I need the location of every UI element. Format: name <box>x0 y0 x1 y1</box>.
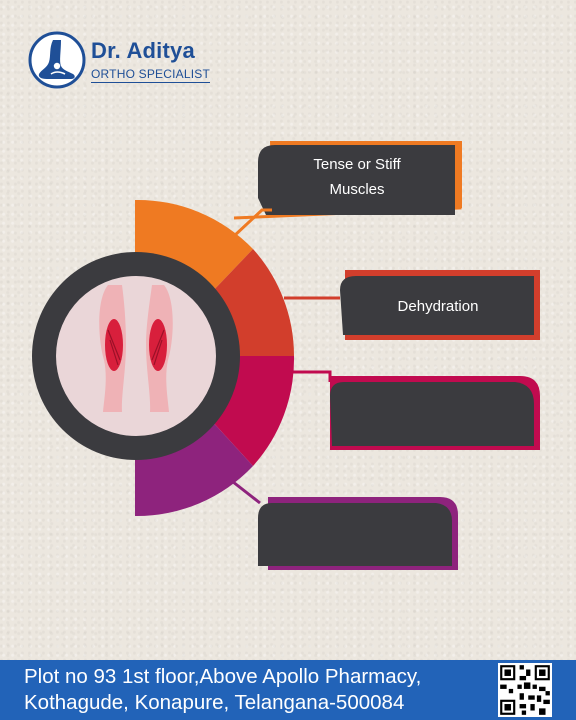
foot-ankle-icon <box>28 31 86 89</box>
cause-label-2: Dehydration <box>397 298 479 315</box>
causes-infographic <box>32 141 540 570</box>
brand-name: Dr. Aditya <box>91 38 195 63</box>
brand-subtitle: ORTHO SPECIALIST <box>91 67 211 83</box>
cause-label-1: Tense or Stiff Muscles <box>262 152 452 202</box>
cause-box-1 <box>232 141 462 238</box>
cause-box-4 <box>227 476 458 570</box>
qr-code-icon[interactable] <box>498 663 552 717</box>
calf-muscles-icon <box>99 285 173 412</box>
cause-box-2 <box>284 270 540 340</box>
cause-label-1-line1: Tense or Stiff <box>313 156 401 173</box>
cause-box-3 <box>278 370 540 450</box>
address-line-2: Kothagude, Konapure, Telangana-500084 <box>24 691 405 714</box>
address-footer: Plot no 93 1st floor,Above Apollo Pharma… <box>0 660 576 720</box>
illustration-bg <box>56 276 216 436</box>
logo: Dr. Aditya ORTHO SPECIALIST <box>27 30 237 90</box>
cause-label-1-line2: Muscles <box>329 181 385 198</box>
address-line-1: Plot no 93 1st floor,Above Apollo Pharma… <box>24 665 422 688</box>
